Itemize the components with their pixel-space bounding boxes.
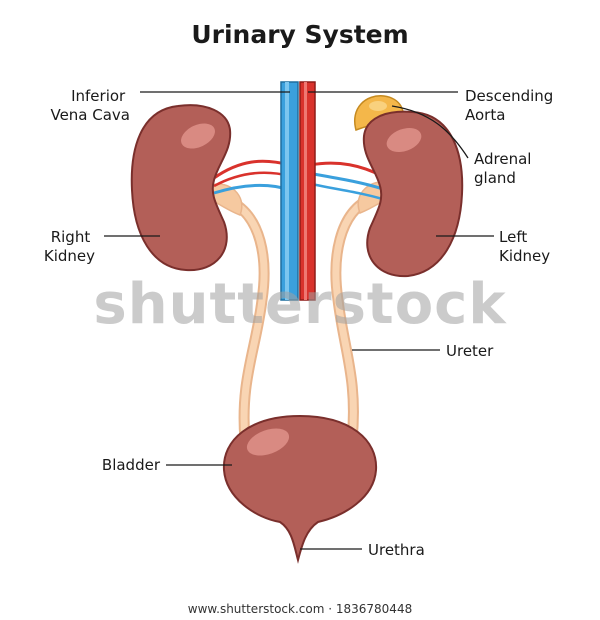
- watermark: shutterstock: [93, 272, 507, 337]
- footer-credit: www.shutterstock.com · 1836780448: [187, 602, 413, 616]
- label-right-kidney: Right Kidney: [44, 228, 95, 265]
- labels: Inferior Vena Cava Descending Aorta Adre…: [44, 87, 558, 559]
- label-descending-aorta: Descending Aorta: [465, 87, 558, 124]
- page-title: Urinary System: [191, 20, 409, 49]
- inferior-vena-cava: [280, 81, 299, 301]
- label-bladder: Bladder: [102, 456, 161, 474]
- descending-aorta: [299, 81, 316, 301]
- bladder: [222, 414, 378, 564]
- label-urethra: Urethra: [368, 541, 425, 559]
- right-kidney: [130, 104, 232, 272]
- label-left-kidney: Left Kidney: [499, 228, 550, 265]
- left-kidney: [362, 110, 464, 278]
- label-ureter: Ureter: [446, 342, 494, 360]
- label-adrenal-gland: Adrenal gland: [474, 150, 536, 187]
- label-inferior-vena-cava: Inferior Vena Cava: [50, 87, 130, 124]
- leader-lines: [104, 91, 494, 550]
